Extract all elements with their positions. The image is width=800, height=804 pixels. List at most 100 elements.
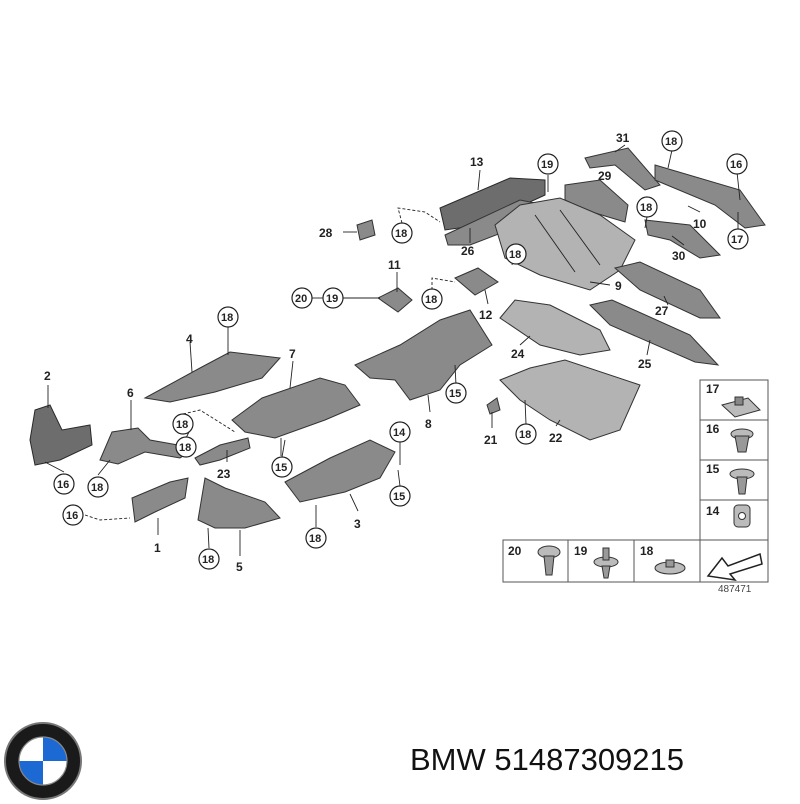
callout-13: 13 [470,155,484,169]
legend-item-20: 20 [508,544,561,576]
svg-text:13: 13 [470,155,484,169]
part-7-panel [231,377,361,439]
diagram-reference-code: 487471 [718,584,752,595]
callout-27: 27 [655,304,669,318]
callout-23: 23 [217,467,231,481]
svg-text:18: 18 [176,419,188,431]
callout-16: 16 [53,473,75,495]
callout-2: 2 [44,369,51,383]
legend-item-19: 19 [574,544,619,579]
svg-text:18: 18 [640,544,654,558]
part-12-bracket [454,267,499,296]
callout-1: 1 [154,541,161,555]
part-28-tab [356,219,376,241]
callout-25: 25 [638,357,652,371]
fastener-legend: 17 16 15 14 [502,379,769,583]
callout-28: 28 [319,226,333,240]
svg-text:19: 19 [541,159,553,171]
part-22-shield [499,359,641,441]
callout-18: 18 [172,413,194,435]
callout-18: 18 [636,196,658,218]
callout-21: 21 [484,433,498,447]
clip-nut-icon [720,396,761,418]
part-3-panel [284,439,396,503]
part-23-strip [194,437,251,466]
callout-11: 11 [388,258,401,272]
svg-text:17: 17 [706,382,720,396]
push-rivet-icon [729,468,755,495]
callout-20: 20 [291,287,313,309]
svg-text:14: 14 [706,504,720,518]
footer-part-number: BMW 51487309215 [410,742,685,777]
direction-arrow-icon [706,552,763,582]
svg-text:8: 8 [425,417,432,431]
svg-text:25: 25 [638,357,652,371]
legend-item-14: 14 [706,504,751,528]
svg-text:9: 9 [615,279,622,293]
callout-18: 18 [421,288,443,310]
part-2-bracket [29,404,93,466]
svg-text:18: 18 [91,482,103,494]
callout-29: 29 [598,169,612,183]
svg-text:4: 4 [186,332,193,346]
callout-30: 30 [672,249,686,263]
part-31-rail [584,147,661,191]
svg-text:19: 19 [574,544,588,558]
callout-31: 31 [616,131,630,145]
svg-text:16: 16 [706,422,720,436]
callout-18: 18 [305,527,327,549]
clip-fastener-icon [537,545,561,576]
svg-text:19: 19 [326,293,338,305]
svg-text:16: 16 [57,479,69,491]
part-21-clip [486,397,501,415]
part-8-tunnel [354,309,493,401]
expanding-rivet-icon [593,547,619,579]
svg-text:15: 15 [449,388,461,400]
svg-text:20: 20 [295,293,307,305]
legend-item-15: 15 [706,462,755,495]
legend-item-18: 18 [640,544,686,575]
svg-text:5: 5 [236,560,243,574]
callout-18: 18 [175,436,197,458]
svg-text:18: 18 [179,442,191,454]
callout-14: 14 [389,421,411,443]
callout-22: 22 [549,431,563,445]
callout-4: 4 [186,332,193,346]
callout-15: 15 [271,456,293,478]
spreader-nut-icon [733,504,751,528]
svg-text:27: 27 [655,304,669,318]
callout-16: 16 [62,504,84,526]
callout-3: 3 [354,517,361,531]
svg-text:3: 3 [354,517,361,531]
part-5-panel [197,477,281,529]
callout-15: 15 [445,382,467,404]
svg-text:22: 22 [549,431,563,445]
svg-text:11: 11 [388,258,401,272]
svg-text:26: 26 [461,244,475,258]
callout-18: 18 [217,306,239,328]
part-24-shield [499,299,611,356]
flat-washer-nut-icon [654,559,686,575]
callout-18: 18 [391,222,413,244]
svg-text:28: 28 [319,226,333,240]
callout-26: 26 [461,244,475,258]
svg-text:29: 29 [598,169,612,183]
svg-text:15: 15 [393,491,405,503]
svg-text:16: 16 [66,510,78,522]
callout-18: 18 [198,548,220,570]
expanding-nut-icon [730,428,754,453]
callout-24: 24 [511,347,525,361]
svg-text:17: 17 [731,234,743,246]
callout-18: 18 [87,476,109,498]
svg-text:15: 15 [706,462,720,476]
svg-text:16: 16 [730,159,742,171]
svg-text:18: 18 [221,312,233,324]
part-30-bracket [644,219,722,259]
part-9-heat-shield [494,197,636,291]
legend-item-16: 16 [706,422,754,453]
svg-text:30: 30 [672,249,686,263]
svg-text:18: 18 [665,136,677,148]
part-4-panel [143,351,282,403]
svg-text:14: 14 [393,427,406,439]
